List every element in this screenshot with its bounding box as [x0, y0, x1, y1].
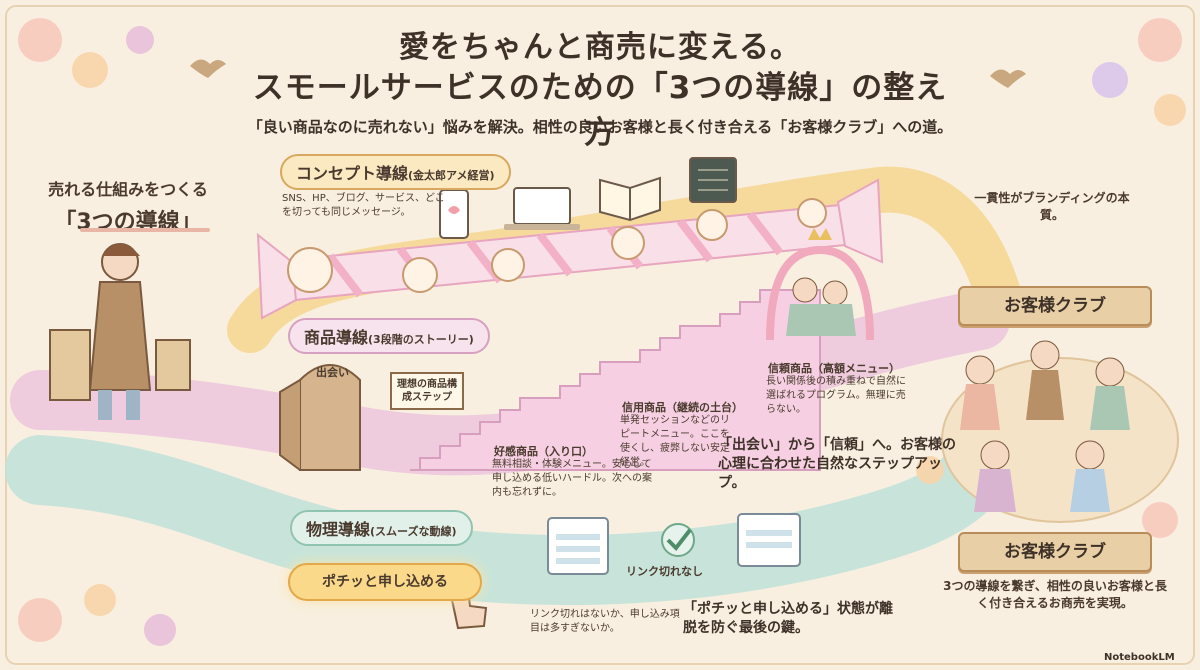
physical-label-text: 物理導線	[306, 520, 371, 539]
left-heading-text: 売れる仕組みをつくる	[48, 180, 208, 199]
customer-club-banner-bottom: お客様クラブ	[958, 532, 1152, 572]
product-steps-sign: 理想の商品構成ステップ	[390, 372, 464, 410]
bird-icon-2	[990, 69, 1026, 88]
product-summary: 「出会い」から「信頼」へ。お客様の心理に合わせた自然なステップアップ。	[718, 437, 956, 491]
shop-owner-illustration	[49, 243, 191, 420]
smartphone-icon	[439, 189, 469, 239]
page-title-line2: スモールサービスのための「3つの導線」の整え方	[252, 70, 948, 151]
concept-path-label: コンセプト導線(金太郎アメ経営)	[280, 154, 511, 190]
product-label-small: (3段階のストーリー)	[368, 333, 474, 346]
customer-club-note: 3つの導線を繋ぎ、相性の良いお客様と長く付き合えるお商売を実現。	[943, 579, 1167, 610]
left-heading: 売れる仕組みをつくる 「3つの導線」	[28, 176, 228, 236]
stairs-illustration	[410, 289, 821, 471]
step-liking-title: 好感商品（入り口）	[494, 445, 593, 458]
candy-stick-icon	[256, 178, 884, 320]
concept-label-small: (金太郎アメ経営)	[408, 169, 495, 182]
door-label: 出会い	[316, 366, 349, 379]
step-liking-note: 無料相談・体験メニュー。安心して申し込める低いハードル。次への案内も忘れずに。	[492, 459, 652, 498]
page-title-line1: 愛をちゃんと商売に変える。	[398, 30, 802, 65]
page-subtitle: 「良い商品なのに売れない」悩みを解決。相性の良いお客様と長く付き合える「お客様ク…	[247, 118, 953, 136]
bird-icon	[190, 59, 226, 78]
customer-club-banner-top: お客様クラブ	[958, 286, 1152, 326]
physical-label-small: (スムーズな動線)	[370, 525, 457, 538]
step-reliance-title: 信頼商品（高額メニュー）	[768, 362, 900, 375]
notebooklm-brand: NotebookLM	[1104, 652, 1175, 663]
hugging-customers-illustration	[766, 228, 874, 341]
physical-path-label: 物理導線(スムーズな動線)	[290, 510, 473, 546]
step-trust-title: 信用商品（継続の土台）	[622, 401, 743, 414]
concept-note: SNS、HP、ブログ、サービス、どこを切っても同じメッセージ。	[282, 193, 445, 218]
form-window-icon	[547, 517, 609, 575]
door-icon	[279, 364, 361, 471]
laptop-icon	[504, 187, 580, 230]
crown-icon	[808, 228, 832, 240]
link-check-note: リンク切れはないか、申し込み項目は多すぎないか。	[530, 609, 680, 634]
book-icon	[599, 176, 661, 222]
form-window-icon-2	[737, 513, 801, 567]
physical-summary: 「ポチッと申し込める」状態が離脱を防ぐ最後の鍵。	[683, 601, 893, 636]
concept-label-text: コンセプト導線	[296, 164, 409, 183]
apply-button[interactable]: ポチッと申し込める	[288, 563, 482, 601]
menu-board-icon	[689, 157, 737, 203]
product-label-text: 商品導線	[304, 328, 369, 347]
product-path-label: 商品導線(3段階のストーリー)	[288, 318, 490, 354]
step-trust-note: 単発セッションなどのリピートメニュー。ここを使くし、疲弊しない安定経営。	[620, 415, 730, 468]
step-reliance-note: 長い関係後の積み重ねで自然に選ばれるプログラム。無理に売らない。	[766, 376, 906, 415]
flower-decoration-icon	[18, 18, 1186, 646]
customer-club-illustration	[941, 340, 1179, 523]
branding-note: 一貫性がブランディングの本質。	[974, 191, 1130, 222]
no-broken-links-label: リンク切れなし	[626, 565, 703, 578]
heading-underline	[80, 228, 210, 232]
checkmark-icon	[661, 523, 695, 557]
